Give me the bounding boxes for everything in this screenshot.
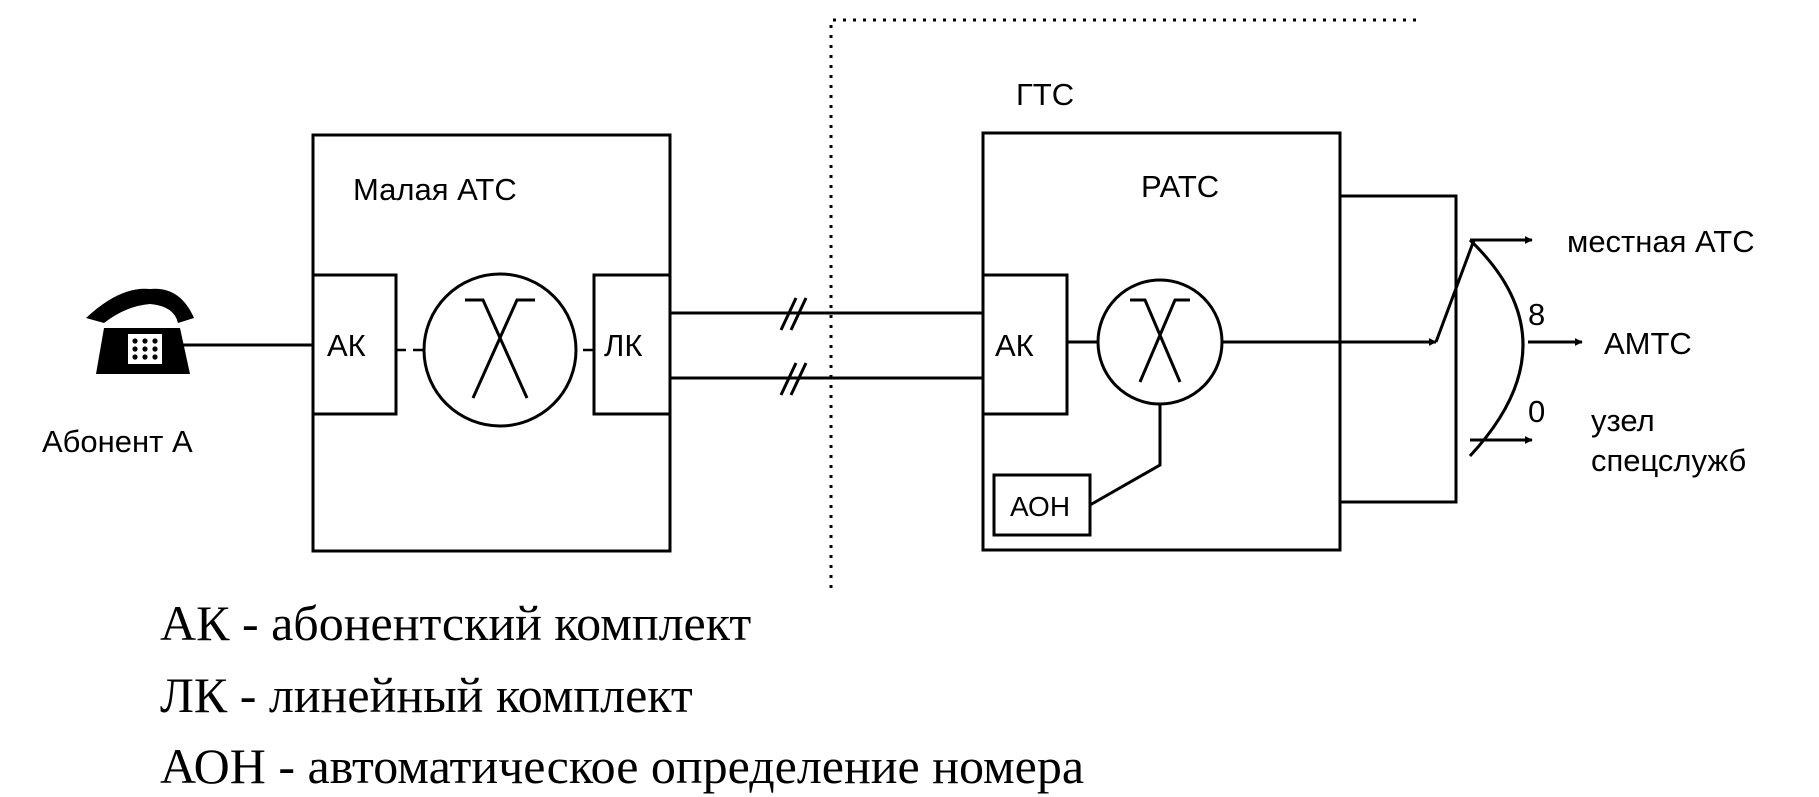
ak-left-label: АК: [327, 328, 366, 363]
trunk-slash-marks: [779, 297, 808, 396]
lk-label: ЛК: [604, 328, 642, 363]
legend-line-aon: АОН - автоматическое определение номера: [160, 738, 1084, 794]
out-amts-label: АМТС: [1604, 326, 1692, 361]
outgoing-bracket: [1340, 194, 1458, 504]
digit-0-label: 0: [1528, 394, 1545, 429]
ak-right-box: [981, 273, 1069, 416]
small-exchange-label: Малая АТС: [353, 172, 517, 207]
ak-left-box: [311, 273, 398, 416]
ak-right-label: АК: [995, 328, 1034, 363]
out-special-label-1: узел: [1591, 403, 1655, 438]
subscriber-label: Абонент А: [42, 424, 193, 459]
telephone-icon: [86, 288, 194, 374]
aon-box: [992, 473, 1092, 537]
switch-field-left: [422, 272, 578, 428]
selector-arc: [1468, 238, 1525, 458]
legend-line-ak: АК - абонентский комплект: [160, 595, 751, 651]
aon-link: [1089, 404, 1162, 507]
aon-label: АОН: [1010, 491, 1070, 522]
gts-label: ГТС: [1016, 77, 1074, 112]
digit-8-label: 8: [1528, 297, 1545, 332]
rats-label: РАТС: [1141, 169, 1219, 204]
out-local-label: местная АТС: [1567, 224, 1755, 259]
switch-field-right: [1096, 278, 1224, 406]
lk-box: [592, 273, 672, 416]
out-special-label-2: спецслужб: [1591, 443, 1746, 478]
legend-line-lk: ЛК - линейный комплект: [160, 667, 693, 723]
selector-lever: [1434, 239, 1476, 343]
